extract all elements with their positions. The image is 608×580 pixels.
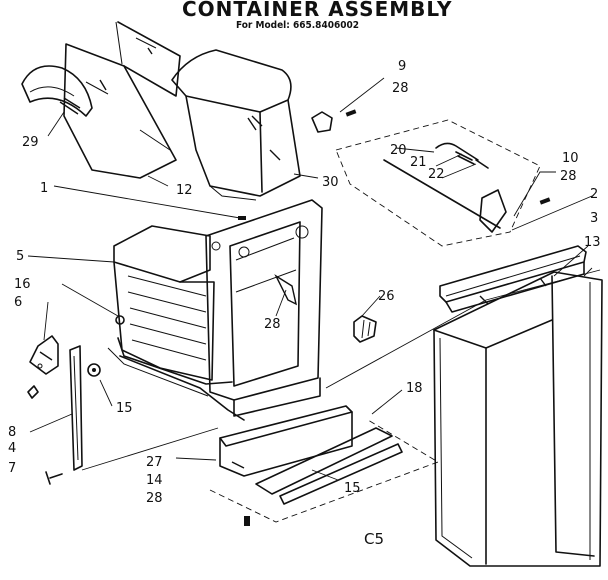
- part-lid-29: [21, 65, 93, 117]
- part-bracket-9: [311, 109, 357, 133]
- callout-8: 8: [8, 425, 16, 440]
- callout-17: 16: [14, 277, 31, 292]
- callout-28-top: 28: [392, 81, 409, 96]
- callout-21: 21: [410, 155, 427, 170]
- callout-22: 22: [428, 167, 445, 182]
- callout-5: 5: [16, 249, 24, 264]
- sheet-code: C5: [364, 530, 385, 548]
- callout-28-right: 28: [560, 169, 577, 184]
- title-text: CONTAINER ASSEMBLY: [182, 0, 453, 21]
- callout-4: 4: [8, 441, 16, 456]
- part-strip-4: [69, 345, 83, 471]
- callout-28-mid: 28: [264, 317, 281, 332]
- callout-27: 27: [146, 455, 163, 470]
- callout-6: 6: [14, 295, 22, 310]
- part-bracket-6: [29, 335, 59, 375]
- callout-12: 12: [176, 183, 193, 198]
- callout-20: 20: [390, 143, 407, 158]
- model-subtitle: For Model: 665.8406002: [236, 20, 359, 31]
- part-bag-30: [171, 49, 301, 201]
- part-door-3: [433, 271, 603, 567]
- part-channel-2: [439, 245, 587, 313]
- callout-2: 2: [590, 187, 598, 202]
- callout-9: 9: [398, 59, 406, 74]
- part-liner-12: [63, 21, 181, 179]
- part-screw-28-bottom: [244, 516, 250, 526]
- callout-30: 30: [322, 175, 339, 190]
- part-screw-7: [45, 471, 63, 485]
- part-housing-5: [107, 199, 323, 421]
- callout-1: 1: [40, 181, 48, 196]
- callout-29: 29: [22, 135, 39, 150]
- callout-13: 13: [584, 235, 601, 250]
- part-rails-27: [209, 405, 440, 523]
- part-rod-assembly-10: [335, 119, 551, 247]
- part-fastener-17: [115, 315, 125, 325]
- leader-lines: [27, 77, 601, 481]
- callout-28-bottom: 28: [146, 491, 163, 506]
- callout-18: 18: [406, 381, 423, 396]
- callout-16: 15: [116, 401, 133, 416]
- part-screw-8: [27, 385, 39, 399]
- callout-14: 14: [146, 473, 163, 488]
- callout-3: 3: [590, 211, 598, 226]
- callout-labels: 29 12 30 9 28 20 21 22 10 28 2 3 13 1 5 …: [8, 59, 601, 506]
- part-clip-26: [353, 315, 377, 343]
- callout-15: 15: [344, 481, 361, 496]
- part-knob-16: [87, 363, 101, 377]
- callout-7: 7: [8, 461, 16, 476]
- callout-10: 10: [562, 151, 579, 166]
- callout-26: 26: [378, 289, 395, 304]
